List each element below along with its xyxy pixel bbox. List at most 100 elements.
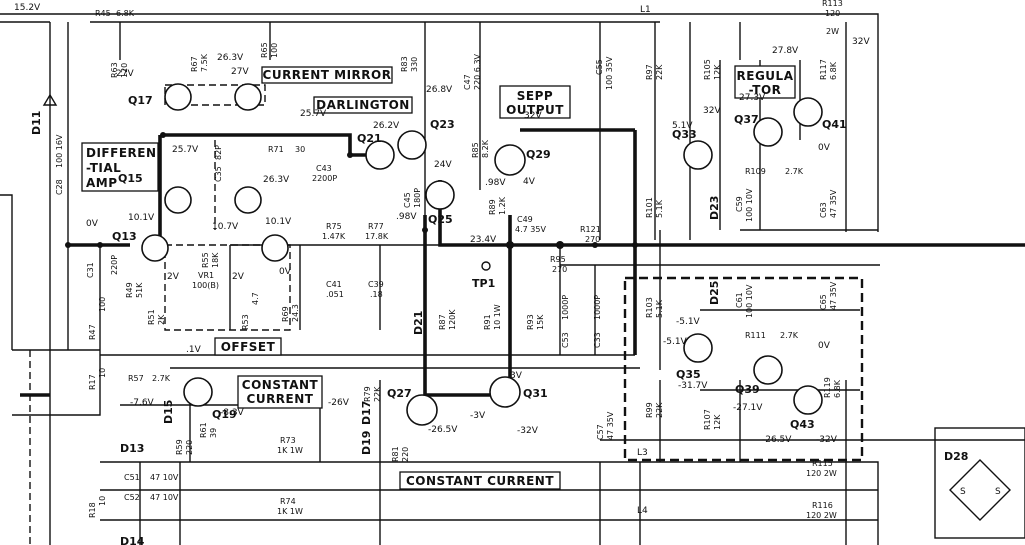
transistor-q35: Q35 — [676, 333, 713, 381]
box-offset: OFFSET — [214, 337, 282, 356]
svg-text:120 2W: 120 2W — [806, 511, 837, 520]
svg-text:-TIAL: -TIAL — [86, 161, 121, 175]
svg-text:C51: C51 — [124, 473, 140, 482]
svg-text:R73: R73 — [280, 436, 296, 445]
svg-text:32V: 32V — [703, 106, 721, 116]
svg-text:32V: 32V — [852, 37, 870, 47]
svg-text:R103: R103 — [645, 297, 654, 318]
svg-text:R113: R113 — [822, 0, 843, 8]
svg-text:R79: R79 — [363, 386, 372, 402]
svg-text:C35: C35 — [214, 166, 223, 182]
svg-text:S: S — [995, 487, 1001, 497]
svg-text:Q25: Q25 — [428, 213, 453, 226]
svg-text:22K: 22K — [655, 64, 664, 80]
diode-d13: D13 — [120, 442, 144, 455]
svg-text:R53: R53 — [241, 314, 250, 330]
svg-text:-3V: -3V — [470, 411, 486, 421]
svg-text:4V: 4V — [523, 177, 536, 187]
svg-text:25.7V: 25.7V — [172, 145, 199, 155]
svg-text:7.5K: 7.5K — [200, 53, 209, 72]
svg-text:R63: R63 — [110, 62, 119, 78]
svg-text:R45: R45 — [95, 9, 111, 18]
svg-text:R99: R99 — [645, 402, 654, 418]
svg-text:C65: C65 — [819, 294, 828, 310]
svg-text:R69: R69 — [281, 306, 290, 322]
svg-text:-31.7V: -31.7V — [678, 381, 708, 391]
svg-text:R93: R93 — [526, 314, 535, 330]
svg-text:100: 100 — [270, 43, 279, 58]
svg-text:2.7K: 2.7K — [780, 331, 799, 340]
svg-text:R57: R57 — [128, 374, 144, 383]
svg-text:47 10V: 47 10V — [150, 473, 179, 482]
svg-text:1K 1W: 1K 1W — [277, 446, 303, 455]
svg-text:-7.6V: -7.6V — [130, 398, 155, 408]
svg-text:C59: C59 — [735, 196, 744, 212]
svg-text:100 16V: 100 16V — [55, 134, 64, 168]
svg-text:C55: C55 — [595, 59, 604, 75]
svg-text:10.1V: 10.1V — [265, 217, 292, 227]
svg-text:R91: R91 — [483, 314, 492, 330]
transistor-q31: Q31 — [489, 376, 548, 408]
voltage-labels: 15.2V 27V 26.3V 27V 26.8V 25.7V 26.2V 25… — [14, 3, 870, 445]
svg-text:C39: C39 — [368, 280, 384, 289]
box-differential-amp: DIFFEREN -TIAL AMP — [81, 142, 159, 192]
svg-text:0V: 0V — [279, 267, 292, 277]
svg-text:6.8K: 6.8K — [116, 9, 135, 18]
svg-text:L1: L1 — [640, 5, 651, 15]
svg-text:47 35V: 47 35V — [606, 411, 615, 440]
svg-text:-27.1V: -27.1V — [733, 403, 763, 413]
box-sepp-output: SEPP OUTPUT — [499, 85, 571, 119]
svg-text:L4: L4 — [637, 506, 648, 516]
inductor-l1: L1 — [640, 5, 651, 15]
transistor-q23: Q23 — [397, 118, 455, 160]
svg-text:R71: R71 — [268, 145, 284, 154]
svg-text:6.8K: 6.8K — [833, 379, 842, 398]
svg-text:L3: L3 — [637, 448, 648, 458]
svg-text:R116: R116 — [812, 501, 833, 510]
svg-text:8.2K: 8.2K — [481, 139, 490, 158]
svg-text:R65: R65 — [260, 42, 269, 58]
svg-text:220: 220 — [185, 440, 194, 455]
svg-text:C33: C33 — [593, 332, 602, 348]
test-point-tp1: TP1 — [472, 261, 495, 290]
transistor-q19: Q19 — [183, 377, 237, 421]
svg-text:D14: D14 — [120, 535, 145, 545]
svg-text:12K: 12K — [713, 414, 722, 430]
svg-text:R85: R85 — [471, 142, 480, 158]
svg-text:Q15: Q15 — [118, 172, 143, 185]
box-regulator: REGULA -TOR — [734, 65, 796, 99]
svg-text:220: 220 — [401, 447, 410, 462]
svg-text:23.4V: 23.4V — [470, 235, 497, 245]
svg-text:26.3V: 26.3V — [263, 175, 290, 185]
svg-text:R109: R109 — [745, 167, 766, 176]
diode-d23: D23 — [708, 196, 721, 220]
svg-text:47 35V: 47 35V — [829, 189, 838, 218]
svg-text:R117: R117 — [819, 59, 828, 80]
svg-text:R111: R111 — [745, 331, 766, 340]
svg-text:R18: R18 — [88, 502, 97, 518]
box-current-mirror: CURRENT MIRROR — [261, 66, 393, 84]
svg-text:-32V: -32V — [816, 435, 838, 445]
svg-text:26.3V: 26.3V — [217, 53, 244, 63]
svg-text:REGULA: REGULA — [737, 69, 794, 83]
svg-text:Q13: Q13 — [112, 230, 137, 243]
svg-text:.1V: .1V — [186, 345, 202, 355]
svg-text:VR1: VR1 — [198, 271, 214, 280]
svg-text:OFFSET: OFFSET — [221, 340, 276, 354]
svg-text:S: S — [960, 487, 966, 497]
transistor-q27: Q27 — [387, 387, 438, 426]
svg-text:Q37: Q37 — [734, 113, 759, 126]
inductor-l4: L4 — [637, 506, 648, 516]
svg-text:3V: 3V — [510, 371, 523, 381]
svg-text:1000P: 1000P — [593, 295, 602, 320]
svg-text:D28: D28 — [944, 450, 968, 463]
svg-text:AMP: AMP — [86, 176, 118, 190]
svg-text:0V: 0V — [818, 143, 831, 153]
svg-text:17.8K: 17.8K — [365, 232, 389, 241]
svg-text:CONSTANT: CONSTANT — [242, 378, 319, 392]
svg-text:Q21: Q21 — [357, 132, 382, 145]
svg-text:SEPP: SEPP — [517, 89, 553, 103]
svg-text:270: 270 — [552, 265, 567, 274]
